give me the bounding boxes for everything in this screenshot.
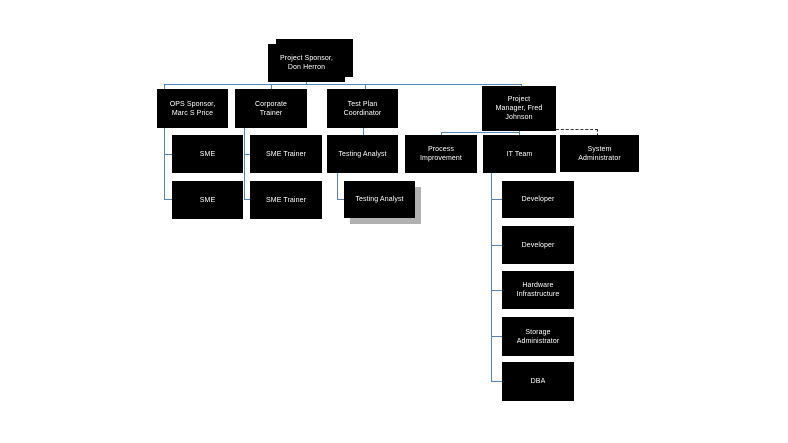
node-sme-1: SME [172, 135, 243, 173]
dashed-connector-line [556, 129, 598, 130]
connector-line [441, 132, 520, 133]
connector-line [164, 85, 165, 89]
node-corporate-trainer: Corporate Trainer [235, 89, 307, 128]
connector-line [164, 199, 172, 200]
connector-line [337, 199, 344, 200]
node-hardware-infrastructure: Hardware Infrastructure [502, 271, 574, 309]
node-system-administrator: System Administrator [560, 135, 639, 172]
connector-line [519, 131, 520, 135]
node-storage-administrator: Storage Administrator [502, 317, 574, 356]
connector-line [164, 154, 172, 155]
node-label-process-improvement: Process Improvement [420, 146, 462, 162]
node-developer-1: Developer [502, 181, 574, 218]
connector-line [491, 381, 502, 382]
connector-line [491, 199, 502, 200]
node-label-project-sponsor: Project Sponsor, Don Herron [280, 55, 333, 71]
node-testing-analyst-2: Testing Analyst [344, 181, 415, 218]
connector-line [271, 85, 272, 89]
node-sme-trainer-1: SME Trainer [250, 135, 322, 173]
node-it-team: IT Team [483, 135, 556, 173]
connector-line [363, 128, 364, 135]
node-label-it-team: IT Team [506, 150, 533, 158]
node-label-testing-analyst-2: Testing Analyst [355, 196, 404, 203]
connector-line [441, 132, 442, 135]
node-dba: DBA [502, 362, 574, 401]
node-project-sponsor: Project Sponsor, Don Herron [268, 39, 353, 82]
dashed-connector-line [597, 129, 598, 136]
node-label-test-plan-coordinator: Test Plan Coordinator [343, 100, 382, 117]
node-label-developer-2: Developer [521, 241, 555, 249]
connector-line [244, 199, 250, 200]
connector-line [491, 290, 502, 291]
connector-line [491, 173, 492, 382]
node-ops-sponsor: OPS Sponsor, Marc S Price [157, 89, 228, 128]
node-label-developer-1: Developer [521, 196, 555, 203]
connector-line [244, 128, 245, 199]
node-sme-trainer-2: SME Trainer [250, 181, 322, 219]
node-label-project-manager: Project Manager, Fred Johnson [495, 96, 543, 121]
node-label-storage-administrator: Storage Administrator [516, 328, 560, 345]
connector-line [164, 84, 522, 85]
connector-line [306, 82, 307, 85]
node-label-ops-sponsor: OPS Sponsor, Marc S Price [169, 100, 216, 117]
node-label-sme-trainer-2: SME Trainer [266, 196, 306, 204]
node-label-dba: DBA [530, 378, 546, 385]
node-label-system-administrator: System Administrator [578, 145, 621, 162]
node-label-testing-analyst-1: Testing Analyst [338, 150, 387, 158]
node-developer-2: Developer [502, 226, 574, 264]
connector-line [164, 128, 165, 199]
node-label-sme-1: SME [199, 150, 216, 158]
node-test-plan-coordinator: Test Plan Coordinator [327, 89, 398, 128]
connector-line [365, 85, 366, 89]
node-label-hardware-infrastructure: Hardware Infrastructure [516, 282, 560, 298]
node-process-improvement: Process Improvement [405, 135, 477, 173]
node-label-sme-trainer-1: SME Trainer [266, 150, 306, 158]
connector-line [491, 245, 502, 246]
connector-line [337, 173, 338, 200]
node-testing-analyst-1: Testing Analyst [327, 135, 415, 173]
node-label-corporate-trainer: Corporate Trainer [254, 100, 288, 117]
connector-line [244, 154, 250, 155]
node-sme-2: SME [172, 181, 243, 219]
node-label-sme-2: SME [199, 196, 216, 204]
node-project-manager: Project Manager, Fred Johnson [482, 86, 556, 131]
connector-line [491, 336, 502, 337]
